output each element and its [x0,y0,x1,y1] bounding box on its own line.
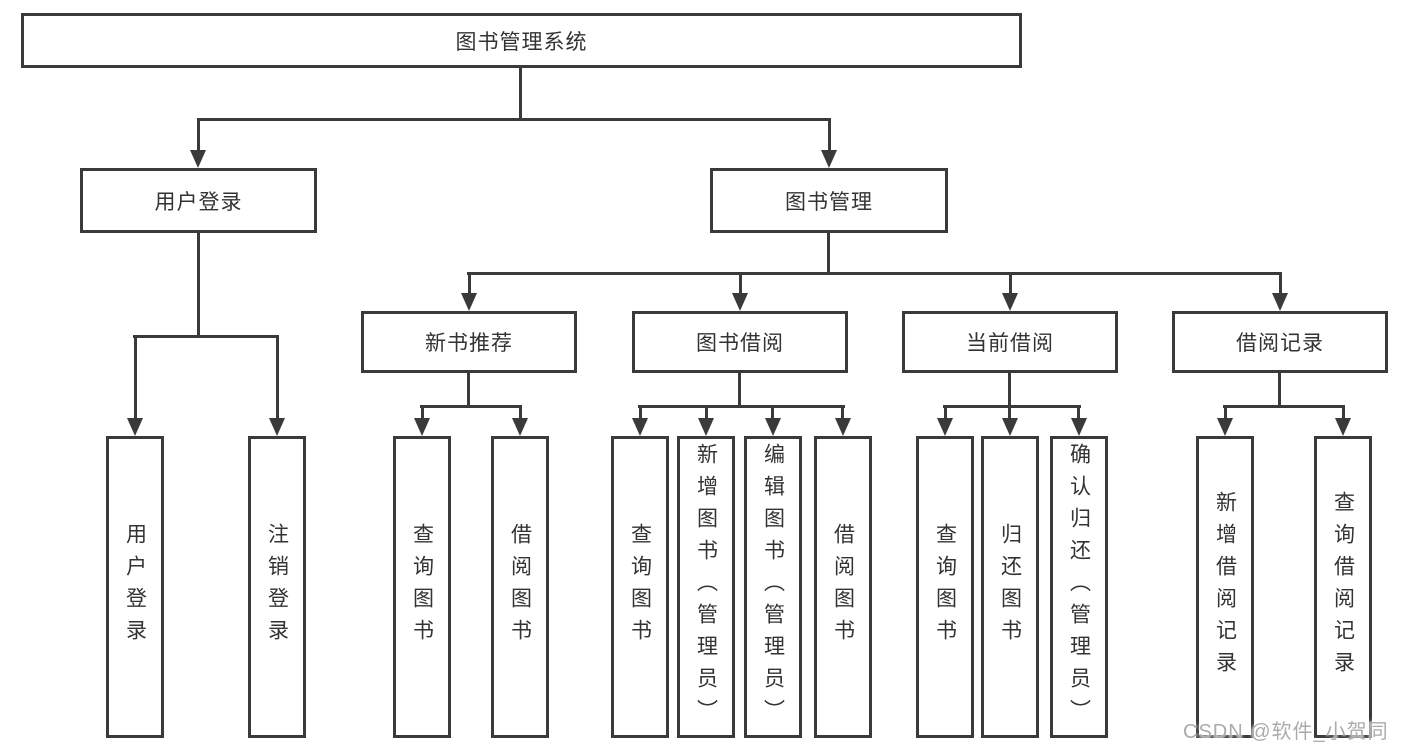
node-book-mgmt-label: 图书管理 [785,190,873,214]
leaf-br-add-record-label: 新增借阅记录 [1213,491,1237,683]
connector-drop-br-leaf2 [1342,405,1345,418]
node-book-borrow-label: 图书借阅 [696,332,784,355]
arrowhead-bb-leaf3 [765,418,781,436]
node-new-books: 新书推荐 [361,311,577,373]
leaf-logout: 注销登录 [248,436,306,738]
connector-drop-cb-leaf2 [1008,405,1011,418]
arrowhead-cb-leaf2 [1002,418,1018,436]
arrowhead-nb-leaf2 [512,418,528,436]
connector-drop-br-leaf1 [1224,405,1227,418]
leaf-nb-borrow-books: 借阅图书 [491,436,549,738]
leaf-br-add-record: 新增借阅记录 [1196,436,1254,738]
connector-user-login-hline [133,335,279,338]
connector-drop-borrow-records [1279,272,1282,293]
arrowhead-login-leaf2 [269,418,285,436]
leaf-nb-query-books: 查询图书 [393,436,451,738]
connector-drop-bb-leaf4 [841,405,844,418]
leaf-cb-return-books: 归还图书 [981,436,1039,738]
connector-drop-nb-leaf1 [421,405,424,418]
connector-drop-cb-leaf3 [1077,405,1080,418]
connector-root-stub [519,68,522,118]
csdn-watermark: CSDN @软件_小贺同学 [1183,721,1389,743]
node-user-login: 用户登录 [80,168,317,233]
node-book-borrow: 图书借阅 [632,311,848,373]
leaf-bb-edit-books-admin-label: 编辑图书（管理员） [761,443,785,731]
connector-drop-login-leaf2 [276,335,279,418]
arrowhead-bb-leaf4 [835,418,851,436]
connector-drop-bb-leaf3 [771,405,774,418]
leaf-bb-query-books-label: 查询图书 [628,523,652,651]
connector-drop-book-mgmt [828,118,831,152]
connector-drop-new-books [468,272,471,293]
leaf-cb-query-books-label: 查询图书 [933,523,957,651]
connector-drop-current-borrow [1009,272,1012,293]
leaf-br-query-record-label: 查询借阅记录 [1331,491,1355,683]
leaf-logout-label: 注销登录 [265,523,289,651]
arrowhead-nb-leaf1 [414,418,430,436]
connector-current-borrow-stub [1008,373,1011,405]
connector-borrow-records-stub [1278,373,1281,405]
connector-drop-user-login [197,118,200,152]
arrowhead-user-login [190,150,206,168]
connector-new-books-stub [467,373,470,405]
node-borrow-records: 借阅记录 [1172,311,1388,373]
leaf-cb-confirm-return-admin-label: 确认归还（管理员） [1067,443,1091,731]
node-user-login-label: 用户登录 [154,190,243,214]
node-current-borrow: 当前借阅 [902,311,1118,373]
node-book-mgmt: 图书管理 [710,168,948,233]
leaf-br-query-record: 查询借阅记录 [1314,436,1372,738]
leaf-cb-confirm-return-admin: 确认归还（管理员） [1050,436,1108,738]
connector-new-books-hline [420,405,522,408]
connector-root-hline [197,118,831,121]
arrowhead-book-mgmt [821,150,837,168]
arrowhead-cb-leaf3 [1071,418,1087,436]
arrowhead-bb-leaf1 [632,418,648,436]
arrowhead-login-leaf1 [127,418,143,436]
arrowhead-br-leaf1 [1217,418,1233,436]
leaf-bb-query-books: 查询图书 [611,436,669,738]
arrowhead-borrow-records [1272,293,1288,311]
arrowhead-book-borrow [732,293,748,311]
leaf-bb-borrow-books: 借阅图书 [814,436,872,738]
leaf-cb-return-books-label: 归还图书 [998,523,1022,651]
leaf-nb-borrow-books-label: 借阅图书 [508,523,532,651]
leaf-bb-edit-books-admin: 编辑图书（管理员） [744,436,802,738]
connector-drop-book-borrow [739,272,742,293]
leaf-user-login: 用户登录 [106,436,164,738]
connector-drop-cb-leaf1 [944,405,947,418]
arrowhead-bb-leaf2 [698,418,714,436]
arrowhead-new-books [461,293,477,311]
connector-drop-nb-leaf2 [519,405,522,418]
leaf-nb-query-books-label: 查询图书 [410,523,434,651]
connector-user-login-stub [197,233,200,335]
leaf-cb-query-books: 查询图书 [916,436,974,738]
leaf-bb-add-books-admin: 新增图书（管理员） [677,436,735,738]
connector-drop-bb-leaf2 [705,405,708,418]
connector-drop-bb-leaf1 [639,405,642,418]
arrowhead-cb-leaf1 [937,418,953,436]
connector-book-mgmt-hline [467,272,1282,275]
node-new-books-label: 新书推荐 [425,332,513,355]
node-root-label: 图书管理系统 [455,30,588,54]
connector-drop-login-leaf1 [134,335,137,418]
leaf-user-login-label: 用户登录 [123,523,147,651]
connector-book-borrow-hline [638,405,845,408]
connector-borrow-records-hline [1223,405,1345,408]
connector-book-borrow-stub [738,373,741,405]
node-root: 图书管理系统 [21,13,1022,68]
connector-current-borrow-hline [943,405,1081,408]
leaf-bb-borrow-books-label: 借阅图书 [831,523,855,651]
arrowhead-current-borrow [1002,293,1018,311]
node-current-borrow-label: 当前借阅 [966,332,1054,355]
connector-book-mgmt-stub [827,233,830,272]
arrowhead-br-leaf2 [1335,418,1351,436]
leaf-bb-add-books-admin-label: 新增图书（管理员） [694,443,718,731]
node-borrow-records-label: 借阅记录 [1236,332,1324,355]
